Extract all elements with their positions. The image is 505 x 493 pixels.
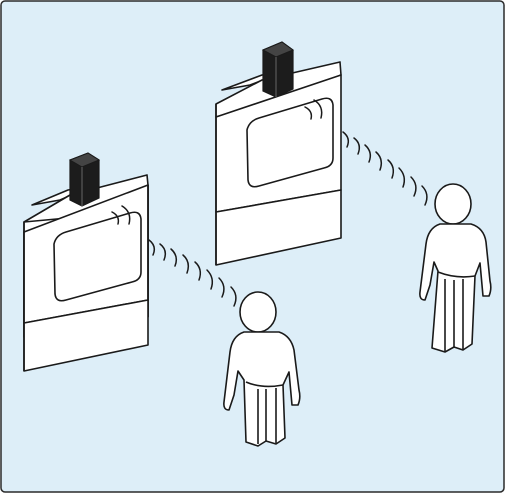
- signal-wave-icon: [304, 99, 428, 206]
- person-body: [419, 223, 492, 353]
- person-body: [223, 331, 301, 447]
- camera-sensor-icon: [68, 152, 101, 207]
- person-icon: [223, 291, 301, 447]
- signal-wave-icon: [111, 205, 237, 307]
- person-head: [239, 291, 277, 333]
- person-waist: [245, 381, 284, 388]
- tv-screen: [246, 97, 334, 188]
- tv-screen: [53, 211, 142, 302]
- person-icon: [419, 183, 492, 353]
- tv-unit-right: [215, 61, 342, 266]
- person-head: [434, 183, 472, 225]
- camera-sensor-icon: [261, 41, 295, 98]
- person-waist: [437, 271, 476, 278]
